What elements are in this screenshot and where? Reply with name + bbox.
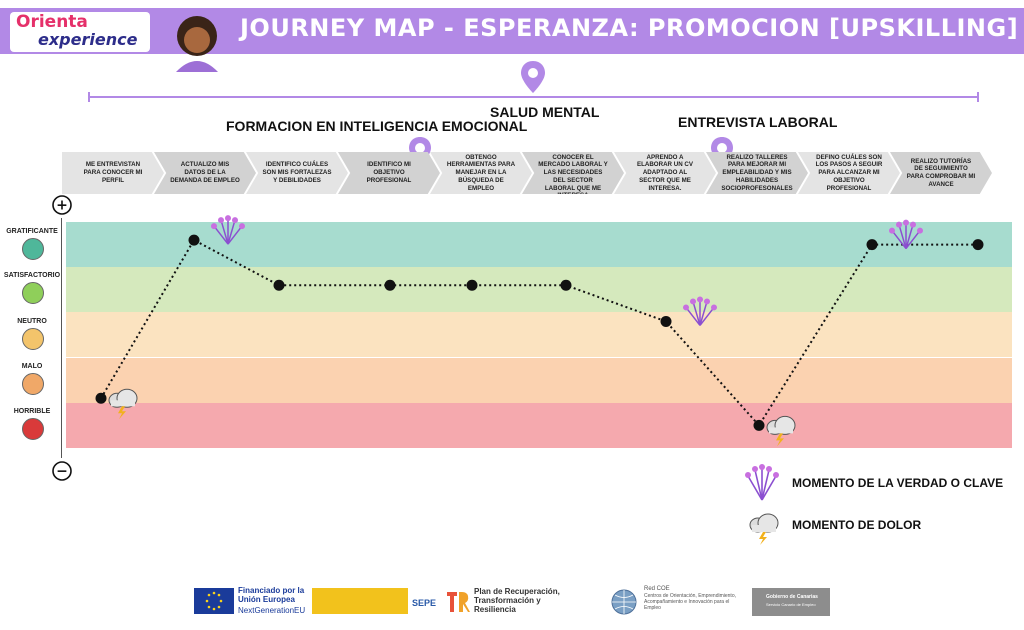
data-point	[95, 392, 107, 404]
journey-step: ACTUALIZO MIS DATOS DE LA DEMANDA DE EMP…	[154, 152, 256, 194]
brand-line2: experience	[38, 30, 138, 49]
data-point	[466, 279, 478, 291]
sepe-text: SEPE	[412, 598, 437, 608]
eu-flag-icon	[194, 588, 234, 614]
minus-icon: −	[52, 461, 72, 481]
emotion-face-icon	[22, 418, 44, 440]
legend-key-moment: MOMENTO DE LA VERDAD O CLAVE	[792, 476, 1004, 490]
journey-step: IDENTIFICO CUÁLES SON MIS FORTALEZAS Y D…	[246, 152, 348, 194]
emotion-line	[100, 238, 978, 428]
persona-avatar-icon	[176, 16, 218, 72]
data-point	[188, 234, 200, 246]
emotion-axis	[61, 218, 62, 458]
data-point	[560, 279, 572, 291]
emotion-face-icon	[22, 282, 44, 304]
legend-pain-moment: MOMENTO DE DOLOR	[792, 518, 922, 532]
plan-recuperacion-logo-icon	[447, 592, 470, 612]
timeline-tick-end	[977, 92, 979, 102]
data-point	[273, 279, 285, 291]
header-bar	[0, 8, 1024, 54]
emotion-face-icon	[22, 373, 44, 395]
data-point	[384, 279, 396, 291]
plan-text: Plan de Recuperación, Transformación y R…	[474, 587, 560, 614]
svg-text:−: −	[56, 464, 68, 480]
journey-step: APRENDO A ELABORAR UN CV ADAPTADO AL SEC…	[614, 152, 716, 194]
eu-text: Financiado por la Unión Europea	[238, 586, 305, 604]
phase-formacion: FORMACION EN INTELIGENCIA EMOCIONAL	[226, 118, 528, 134]
key-moment-icon	[889, 219, 923, 250]
journey-step: REALIZO TALLERES PARA MEJORAR MI EMPLEAB…	[706, 152, 808, 194]
gobierno-espana-logo-icon	[312, 588, 408, 614]
emotion-label: GRATIFICANTE	[6, 228, 58, 235]
journey-step: REALIZO TUTORÍAS DE SEGUIMIENTO PARA COM…	[890, 152, 992, 194]
data-point	[866, 239, 878, 251]
journey-step: DEFINO CUÁLES SON LOS PASOS A SEGUIR PAR…	[798, 152, 900, 194]
key-moment-icon	[745, 464, 779, 501]
emotion-face-icon	[22, 328, 44, 350]
data-point	[972, 239, 984, 251]
key-moment-icon	[211, 215, 245, 245]
phase-salud-mental: SALUD MENTAL	[490, 104, 600, 120]
timeline-line	[90, 96, 978, 98]
page-title: JOURNEY MAP - ESPERANZA: PROMOCION [UPSK…	[240, 14, 1019, 42]
emotion-label: MALO	[21, 363, 43, 370]
emotion-label: NEUTRO	[17, 318, 47, 325]
red-coe-sub: Centros de Orientación, Emprendimiento, …	[644, 593, 736, 611]
timeline-tick-start	[88, 92, 90, 102]
key-moment-icon	[683, 296, 717, 326]
storm-cloud-icon	[766, 415, 796, 447]
canarias-text: Gobierno de Canarias	[766, 594, 818, 600]
canarias-sub: Servicio Canario de Empleo	[766, 602, 816, 607]
gobierno-canarias-logo: Gobierno de Canarias Servicio Canario de…	[752, 588, 830, 616]
svg-text:+: +	[56, 198, 68, 214]
eu-sub: NextGenerationEU	[238, 606, 306, 615]
journey-step: ME ENTREVISTAN PARA CONOCER MI PERFIL	[62, 152, 164, 194]
brand-line1: Orienta	[16, 12, 88, 32]
data-point	[660, 315, 672, 327]
storm-cloud-icon	[108, 388, 138, 420]
band-horrible	[66, 403, 1012, 448]
journey-step: IDENTIFICO MI OBJETIVO PROFESIONAL	[338, 152, 440, 194]
red-coe-globe-icon	[611, 589, 637, 615]
storm-cloud-icon	[749, 513, 779, 545]
band-malo	[66, 358, 1012, 403]
emotion-label: SATISFACTORIO	[3, 272, 61, 279]
emotion-face-icon	[22, 238, 44, 260]
location-pin-icon	[521, 61, 545, 93]
phase-entrevista: ENTREVISTA LABORAL	[678, 114, 838, 130]
brand-logo: Orienta experience	[10, 12, 150, 52]
journey-step: ME AYUDAN A CONOCER EL MERCADO LABORAL Y…	[522, 152, 624, 194]
journey-step: OBTENGO HERRAMIENTAS PARA MANEJAR EN LA …	[430, 152, 532, 194]
plus-icon: +	[52, 195, 72, 215]
emotion-label: HORRIBLE	[13, 408, 51, 415]
data-point	[753, 419, 765, 431]
band-neutro	[66, 312, 1012, 357]
red-coe-text: Red COE	[644, 586, 670, 592]
